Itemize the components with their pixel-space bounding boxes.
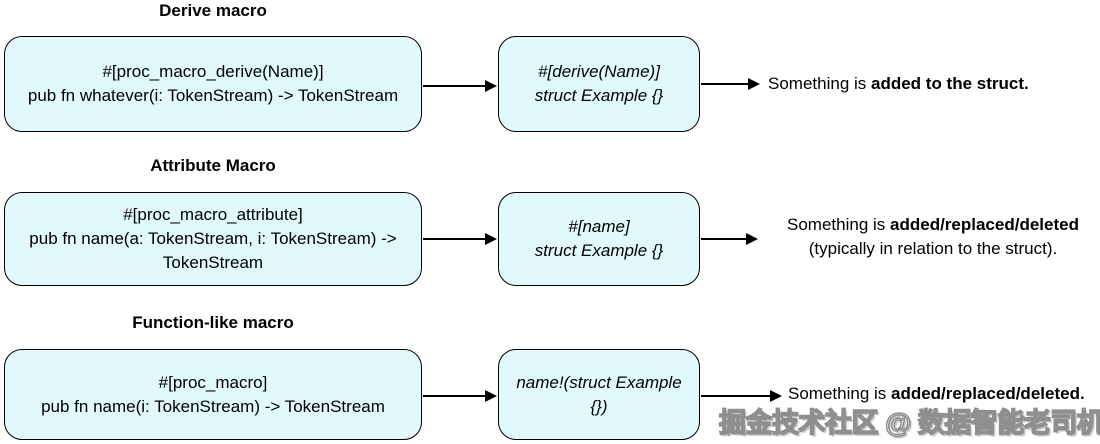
code-line: pub fn name(a: TokenStream, i: TokenStre…	[29, 229, 397, 248]
code-line: name!(struct Example	[516, 372, 682, 392]
function-like-usage-box: name!(struct Example {})	[498, 349, 700, 440]
arrow-right-icon	[701, 233, 758, 245]
result-bold: added to the struct.	[871, 74, 1029, 93]
arrow-right-icon	[423, 80, 497, 92]
derive-source-box: #[proc_macro_derive(Name)] pub fn whatev…	[4, 36, 422, 132]
result-prefix: Something is	[788, 384, 891, 403]
result-bold: added/replaced/deleted	[890, 215, 1079, 234]
arrow-right-icon	[701, 390, 782, 402]
derive-usage-box: #[derive(Name)] struct Example {}	[498, 36, 700, 132]
code-line: #[proc_macro_attribute]	[123, 205, 303, 224]
code-line: #[proc_macro]	[158, 372, 268, 392]
code-line: pub fn name(i: TokenStream) -> TokenStre…	[41, 396, 385, 416]
function-like-source-box: #[proc_macro] pub fn name(i: TokenStream…	[4, 349, 422, 440]
result-line: Something is added/replaced/deleted	[766, 213, 1100, 237]
result-prefix: Something is	[768, 74, 871, 93]
function-like-result-text: Something is added/replaced/deleted.	[788, 382, 1085, 406]
arrow-right-icon	[701, 78, 760, 90]
code-line: struct Example {}	[534, 241, 664, 260]
row-title-derive-macro: Derive macro	[159, 1, 267, 20]
code-line: TokenStream	[162, 253, 264, 272]
result-bold: added/replaced/deleted.	[891, 384, 1085, 403]
code-line: #[derive(Name)]	[538, 62, 660, 81]
code-line: #[name]	[568, 217, 630, 236]
arrow-right-icon	[423, 233, 497, 245]
code-line: pub fn whatever(i: TokenStream) -> Token…	[27, 86, 399, 105]
code-line: struct Example {}	[534, 86, 664, 105]
code-line: #[proc_macro_derive(Name)]	[102, 62, 324, 81]
row-title-function-like-macro: Function-like macro	[132, 313, 294, 332]
arrow-right-icon	[423, 390, 497, 402]
code-line: {})	[590, 396, 608, 416]
result-line: (typically in relation to the struct).	[808, 239, 1058, 258]
attribute-source-box: #[proc_macro_attribute] pub fn name(a: T…	[4, 192, 422, 286]
row-title-attribute-macro: Attribute Macro	[150, 156, 276, 175]
attribute-result-text: Something is added/replaced/deleted (typ…	[766, 213, 1100, 261]
result-prefix: Something is	[787, 215, 891, 234]
derive-result-text: Something is added to the struct.	[768, 72, 1029, 96]
watermark: 掘金技术社区 @ 数据智能老司机	[718, 407, 1100, 439]
attribute-usage-box: #[name] struct Example {}	[498, 192, 700, 286]
